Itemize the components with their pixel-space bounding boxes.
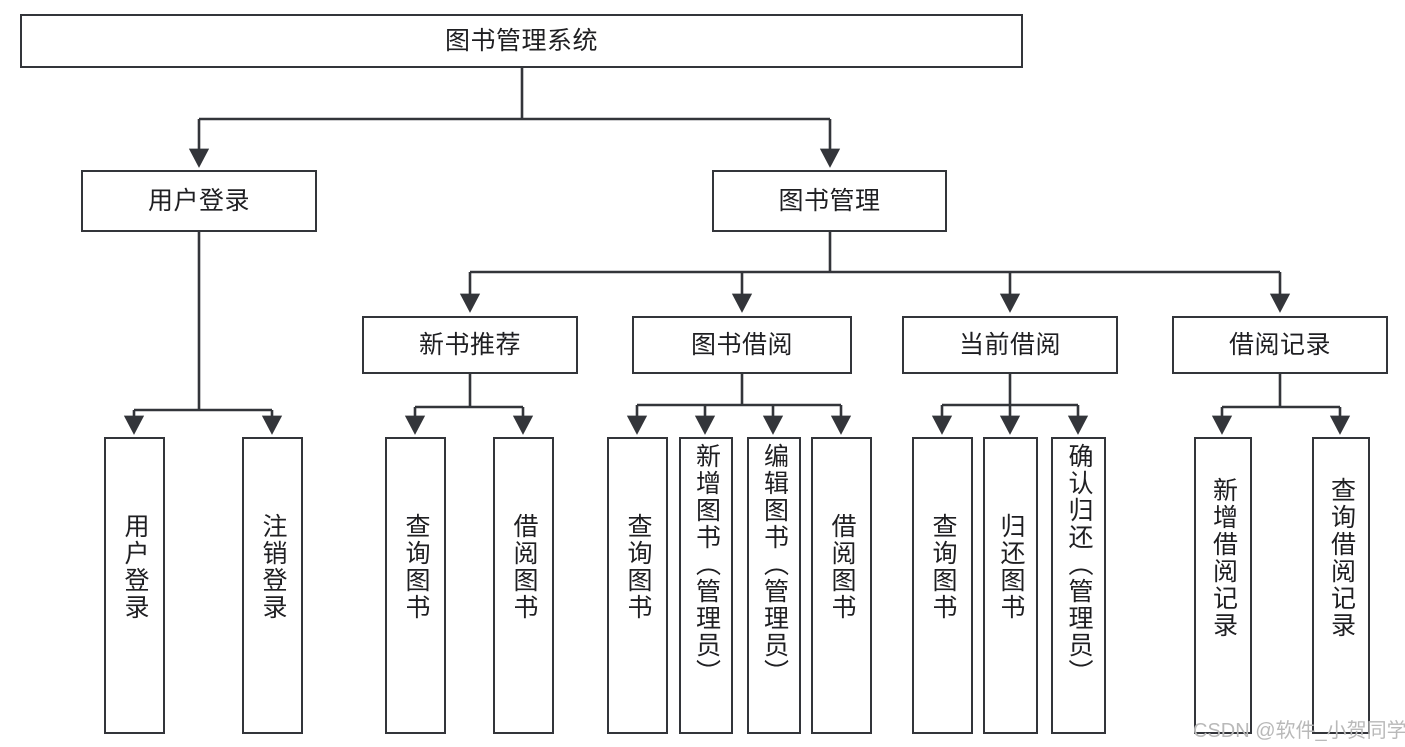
node-leaf-borrow-book-recommend[interactable]: 借阅图书 bbox=[493, 437, 554, 734]
node-label: 查询借阅记录 bbox=[1327, 477, 1356, 639]
node-label: 查询图书 bbox=[624, 513, 652, 621]
node-leaf-query-book-recommend[interactable]: 查询图书 bbox=[385, 437, 446, 734]
node-leaf-confirm-return-admin[interactable]: 确认归还（管理员） bbox=[1051, 437, 1106, 734]
node-leaf-add-borrow-record[interactable]: 新增借阅记录 bbox=[1194, 437, 1252, 734]
node-label: 新增图书（管理员） bbox=[692, 443, 721, 686]
node-borrow-record[interactable]: 借阅记录 bbox=[1172, 316, 1388, 374]
node-label: 查询图书 bbox=[929, 513, 957, 621]
node-leaf-return-book[interactable]: 归还图书 bbox=[983, 437, 1038, 734]
node-user-login[interactable]: 用户登录 bbox=[81, 170, 317, 232]
node-leaf-query-book-borrow[interactable]: 查询图书 bbox=[607, 437, 668, 734]
node-label: 图书管理 bbox=[778, 186, 881, 215]
node-label: 新增借阅记录 bbox=[1209, 477, 1238, 639]
node-leaf-add-book-admin[interactable]: 新增图书（管理员） bbox=[679, 437, 733, 734]
node-label: 借阅图书 bbox=[828, 513, 856, 621]
node-label: 归还图书 bbox=[997, 513, 1025, 621]
node-label: 查询图书 bbox=[402, 513, 430, 621]
node-label: 注销登录 bbox=[259, 513, 287, 621]
node-label: 图书管理系统 bbox=[444, 26, 598, 55]
node-label: 确认归还（管理员） bbox=[1065, 443, 1093, 686]
node-book-management[interactable]: 图书管理 bbox=[712, 170, 947, 232]
node-label: 用户登录 bbox=[121, 513, 149, 621]
node-leaf-user-login[interactable]: 用户登录 bbox=[104, 437, 165, 734]
node-label: 图书借阅 bbox=[690, 330, 793, 359]
csdn-watermark: CSDN @软件_小贺同学 bbox=[1193, 720, 1405, 742]
node-label: 当前借阅 bbox=[958, 330, 1061, 359]
node-label: 借阅图书 bbox=[510, 513, 538, 621]
node-book-borrow[interactable]: 图书借阅 bbox=[632, 316, 852, 374]
node-label: 新书推荐 bbox=[418, 330, 521, 359]
node-leaf-query-borrow-record[interactable]: 查询借阅记录 bbox=[1312, 437, 1370, 734]
node-label: 编辑图书（管理员） bbox=[760, 443, 789, 686]
node-leaf-user-logout[interactable]: 注销登录 bbox=[242, 437, 303, 734]
node-new-book-recommend[interactable]: 新书推荐 bbox=[362, 316, 578, 374]
node-leaf-query-book-current[interactable]: 查询图书 bbox=[912, 437, 973, 734]
node-leaf-borrow-book-borrow[interactable]: 借阅图书 bbox=[811, 437, 872, 734]
node-leaf-edit-book-admin[interactable]: 编辑图书（管理员） bbox=[747, 437, 801, 734]
node-label: 用户登录 bbox=[147, 186, 250, 215]
node-root-book-management-system[interactable]: 图书管理系统 bbox=[20, 14, 1023, 68]
node-current-borrow[interactable]: 当前借阅 bbox=[902, 316, 1118, 374]
node-label: 借阅记录 bbox=[1228, 330, 1331, 359]
